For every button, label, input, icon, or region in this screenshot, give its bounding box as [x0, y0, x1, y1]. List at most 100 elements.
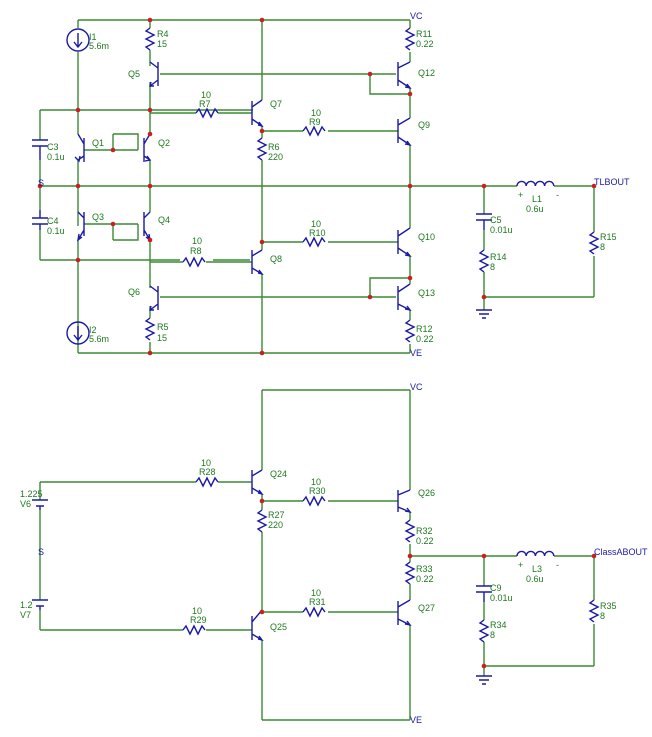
value-c3: 0.1u: [47, 152, 65, 162]
value-r8: 10: [192, 236, 202, 246]
net-s-bottom: S: [38, 547, 44, 557]
label-r31: R31: [309, 597, 326, 607]
resistor-r30: [302, 495, 326, 507]
label-r8: R8: [190, 246, 202, 256]
label-r4: R4: [157, 29, 169, 39]
value-v6: 1.225: [20, 489, 43, 499]
resistor-r5: [144, 317, 156, 341]
label-q10: Q10: [418, 232, 435, 242]
value-i2: 5.6m: [89, 334, 109, 344]
resistor-r6: [256, 137, 268, 161]
value-v7: 1.2: [20, 600, 33, 610]
transistor-q1: [74, 133, 85, 163]
value-r32: 0.22: [416, 536, 434, 546]
voltage-source-v7: [32, 599, 48, 607]
transistor-q7: [251, 99, 264, 128]
label-q8: Q8: [270, 254, 282, 264]
label-r6: R6: [268, 142, 280, 152]
value-l1: 0.6u: [526, 204, 544, 214]
transistor-q5: [149, 61, 159, 87]
label-c4: C4: [47, 216, 59, 226]
transistor-q2: [143, 133, 152, 162]
value-r31: 10: [311, 588, 321, 598]
transistor-q25: [251, 609, 264, 642]
resistor-r8: [182, 256, 206, 268]
value-r28: 10: [201, 458, 211, 468]
net-ve-bottom: VE: [410, 715, 422, 725]
label-r14: R14: [490, 252, 507, 262]
label-r28: R28: [199, 467, 216, 477]
resistor-r9: [302, 125, 326, 137]
label-q26: Q26: [418, 488, 435, 498]
net-vc-bottom: VC: [410, 382, 423, 392]
label-q13: Q13: [418, 288, 435, 298]
resistor-r29: [182, 624, 206, 636]
transistor-q10: [397, 227, 412, 258]
transistor-q8: [251, 249, 264, 276]
net-vc-top: VC: [410, 11, 423, 21]
value-r35: 8: [600, 611, 605, 621]
top-circuit-wires: [39, 19, 595, 354]
resistor-r12: [404, 319, 416, 343]
capacitor-c4: [32, 217, 48, 225]
label-r10: R10: [309, 228, 326, 238]
label-i1: I1: [89, 32, 97, 42]
resistor-r4: [144, 27, 156, 51]
transistor-q24: [251, 469, 264, 496]
net-tlbout: TLBOUT: [594, 177, 630, 187]
value-r5: 15: [157, 333, 167, 343]
inductor-l3: [516, 550, 555, 557]
label-r35: R35: [600, 601, 617, 611]
label-q5: Q5: [128, 69, 140, 79]
label-q25: Q25: [270, 622, 287, 632]
value-r7: 10: [201, 90, 211, 100]
value-r29: 10: [192, 606, 202, 616]
ground-symbol: [476, 309, 492, 319]
resistor-r14: [478, 249, 490, 273]
transistor-q4: [143, 211, 151, 242]
transistor-q3: [77, 211, 85, 242]
net-classabout: ClassABOUT: [594, 547, 648, 557]
label-l3: L3: [532, 564, 542, 574]
label-r32: R32: [416, 526, 433, 536]
bottom-circuit-components: [32, 469, 600, 685]
value-r9: 10: [311, 108, 321, 118]
value-c4: 0.1u: [47, 226, 65, 236]
value-r11: 0.22: [416, 39, 434, 49]
label-q4: Q4: [158, 215, 170, 225]
l3-plus: +: [518, 560, 523, 570]
value-r14: 8: [490, 262, 495, 272]
label-r5: R5: [157, 322, 169, 332]
resistor-r28: [195, 476, 219, 488]
transistor-q6: [149, 285, 159, 311]
bottom-labels: VC VE S ClassABOUT 1.225 V6 1.2 V7 R27 2…: [20, 382, 648, 725]
label-q12: Q12: [418, 68, 435, 78]
value-r10: 10: [311, 219, 321, 229]
value-r4: 15: [157, 39, 167, 49]
value-c9: 0.01u: [490, 593, 513, 603]
inductor-l1: [516, 180, 555, 187]
value-r15: 8: [600, 242, 605, 252]
resistor-r27: [256, 509, 268, 533]
resistor-r31: [302, 606, 326, 618]
label-q27: Q27: [418, 603, 435, 613]
resistor-r7: [195, 107, 219, 119]
label-c3: C3: [47, 142, 59, 152]
resistor-r15: [588, 231, 600, 255]
l1-minus: -: [556, 190, 559, 200]
value-i1: 5.6m: [89, 41, 109, 51]
resistor-r35: [588, 599, 600, 623]
label-q2: Q2: [158, 138, 170, 148]
label-r27: R27: [268, 510, 285, 520]
value-r30: 10: [311, 477, 321, 487]
label-c5: C5: [490, 215, 502, 225]
label-q9: Q9: [418, 120, 430, 130]
label-r29: R29: [190, 615, 207, 625]
label-i2: I2: [89, 325, 97, 335]
label-r7: R7: [199, 99, 211, 109]
value-r34: 8: [490, 630, 495, 640]
capacitor-c3: [32, 139, 48, 147]
label-r34: R34: [490, 620, 507, 630]
label-c9: C9: [490, 583, 502, 593]
l3-minus: -: [556, 560, 559, 570]
